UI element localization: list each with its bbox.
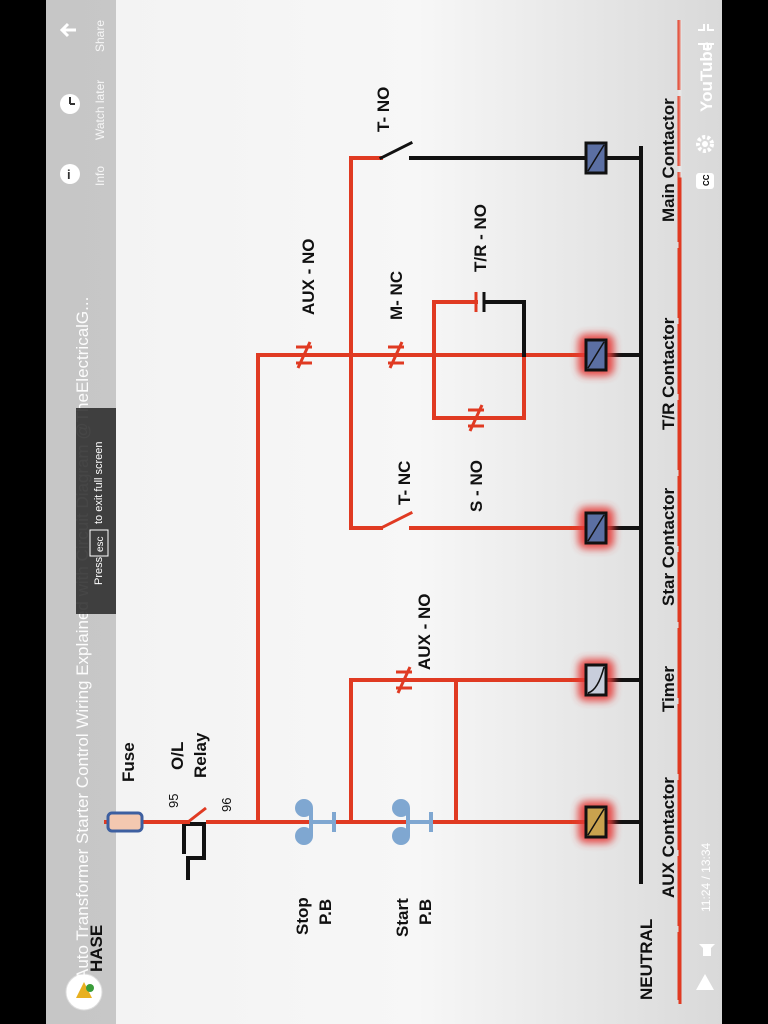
right-letterbox [722,0,768,1024]
tr-no-label: T/R - NO [471,204,490,272]
esc-key-badge [89,529,109,557]
main-contactor-coil [584,141,608,175]
svg-text:i: i [67,167,71,182]
fullscreen-exit-button[interactable] [698,24,714,50]
timer-label: Timer [659,666,678,712]
play-button[interactable] [696,974,714,990]
watch-later-button[interactable]: Watch later [60,80,107,140]
timer-coil [578,659,614,701]
youtube-logo[interactable]: YouTube [697,42,716,112]
stop-pb-label-1: Stop [293,897,312,935]
tr-contactor-label: T/R Contactor [659,317,678,430]
terminal-95: 95 [166,794,181,808]
stop-pushbutton-symbol [295,799,336,845]
exit-fullscreen-toast: Press esc to exit full screen [76,408,116,614]
neutral-label: NEUTRAL [637,919,656,1000]
aux-contactor-coil [578,801,614,843]
terminal-96: 96 [219,798,234,812]
left-letterbox [0,0,46,1024]
m-nc-label: M- NC [387,271,406,320]
fuse-symbol [106,811,144,833]
start-pb-label-2: P.B [416,899,435,925]
star-contactor-coil [578,507,614,549]
video-player[interactable]: HASE NEUTRAL Fuse O/L Relay 95 96 Stop P… [46,0,722,1024]
star-contactor-label: Star Contactor [659,488,678,606]
stop-pb-label-2: P.B [316,899,335,925]
fuse-label: Fuse [119,742,138,782]
circuit-diagram: HASE NEUTRAL Fuse O/L Relay 95 96 Stop P… [46,0,722,1024]
svg-text:Press: Press [93,556,105,585]
aux-no-top-label: AUX - NO [299,239,318,316]
tr-contactor-coil [578,334,614,376]
t-no-label: T- NO [374,87,393,132]
aux-no-lower-label: AUX - NO [415,594,434,671]
svg-text:CC: CC [702,174,711,186]
svg-text:Share: Share [93,20,107,52]
volume-icon[interactable] [699,944,715,956]
cc-button[interactable]: CC [696,173,714,189]
svg-text:YouTube: YouTube [697,42,716,112]
main-contactor-label: Main Contactor [659,98,678,222]
phase-label: HASE [87,925,106,972]
ol-relay-label-2: Relay [191,732,210,778]
settings-gear-icon[interactable] [696,135,714,153]
aux-contactor-label: AUX Contactor [659,777,678,898]
share-button[interactable]: Share [59,20,107,52]
channel-avatar[interactable] [65,973,103,1011]
ol-relay-label-1: O/L [168,742,187,770]
info-button[interactable]: i Info [60,164,107,186]
start-pushbutton-symbol [392,799,433,845]
svg-text:esc: esc [95,536,106,552]
video-title[interactable]: Auto Transformer Starter Control Wiring … [73,297,92,980]
svg-text:Info: Info [93,166,107,186]
time-display: 11:24 / 13:34 [699,843,713,912]
svg-text:Watch later: Watch later [93,80,107,140]
s-no-label: S - NO [467,460,486,512]
svg-text:to exit full screen: to exit full screen [93,441,105,524]
t-nc-label: T- NC [395,461,414,505]
start-pb-label-1: Start [393,898,412,937]
